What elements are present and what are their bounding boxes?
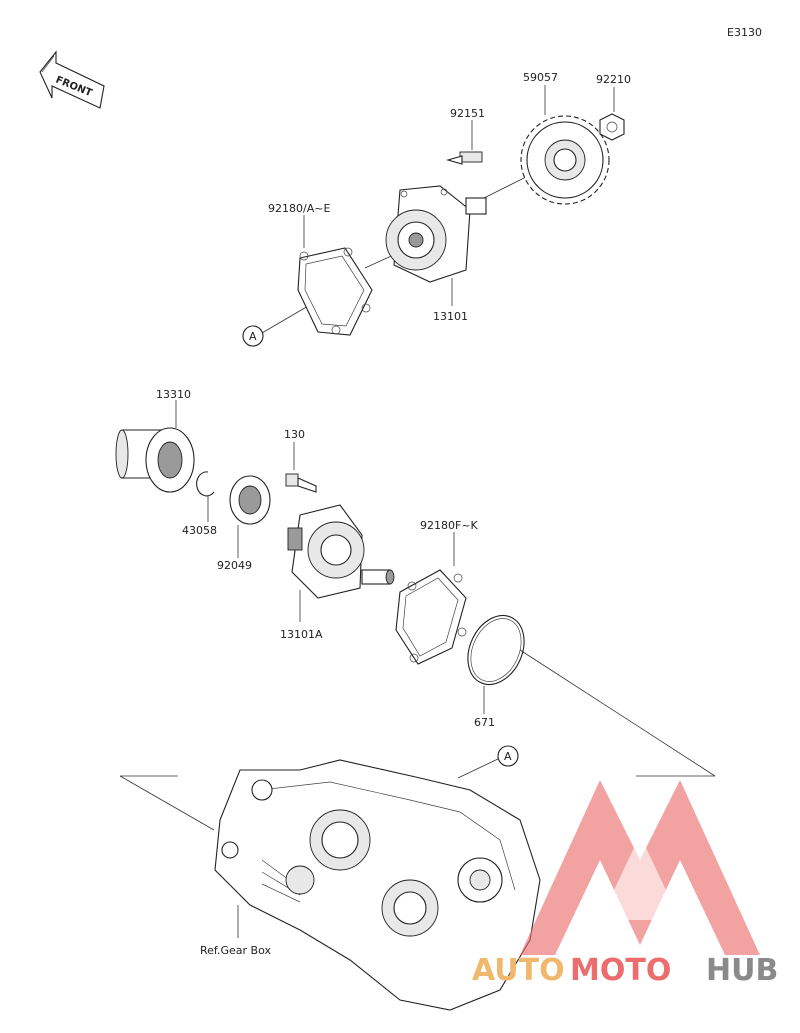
- label-92180ae: 92180/A~E: [268, 202, 330, 215]
- circlip-43058: [196, 471, 215, 497]
- callout-a-lower: [497, 745, 519, 767]
- label-ref-gear-box: Ref.Gear Box: [200, 944, 271, 957]
- callout-a-upper-label: A: [249, 330, 257, 343]
- callout-a-lower-label: A: [504, 750, 512, 763]
- gasket-92180-ae: [297, 247, 373, 336]
- sleeve-13310: [115, 427, 195, 493]
- callout-a-upper: [242, 325, 264, 347]
- automotohub-logo: [520, 780, 760, 955]
- front-arrow-icon: FRONT: [39, 50, 105, 109]
- label-13101a: 13101A: [280, 628, 323, 641]
- oil-seal-92049: [229, 475, 271, 525]
- nut-92210: [599, 113, 625, 141]
- watermark-moto: MOTO: [570, 953, 671, 988]
- bolt-92151: [445, 151, 483, 165]
- label-92210: 92210: [596, 73, 631, 86]
- bevel-gear-housing-13101: [385, 185, 487, 283]
- label-92151: 92151: [450, 107, 485, 120]
- label-92049: 92049: [217, 559, 252, 572]
- label-671: 671: [474, 716, 495, 729]
- gear-box: [214, 759, 541, 1011]
- automotohub-wordmark: AUTO MOTO HUB: [472, 953, 778, 988]
- gear-59057: [520, 115, 610, 205]
- label-13101: 13101: [433, 310, 468, 323]
- bolt-130: [285, 473, 317, 493]
- bevel-gear-housing-13101a: [287, 504, 395, 599]
- watermark-auto: AUTO: [472, 953, 565, 988]
- o-ring-671: [467, 615, 525, 685]
- label-59057: 59057: [523, 71, 558, 84]
- gasket-92180-fk: [395, 569, 467, 665]
- diagram-code: E3130: [727, 26, 762, 39]
- label-92180fk: 92180F~K: [420, 519, 479, 532]
- watermark-hub: HUB: [706, 953, 778, 988]
- label-130: 130: [284, 428, 305, 441]
- label-13310: 13310: [156, 388, 191, 401]
- label-43058: 43058: [182, 524, 217, 537]
